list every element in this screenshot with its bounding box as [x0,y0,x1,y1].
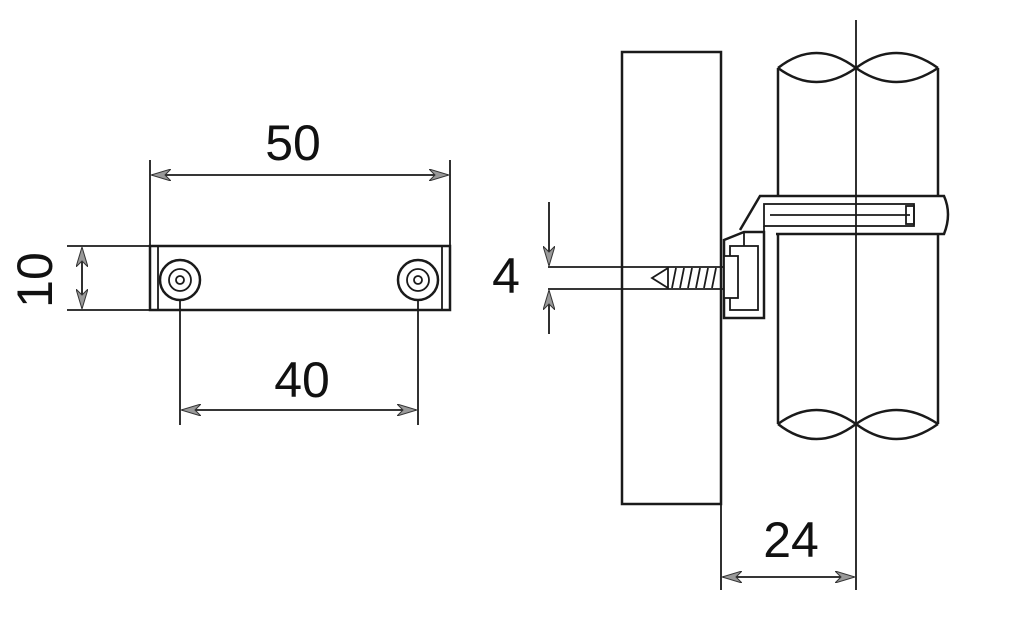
dimension-label-50: 50 [265,115,321,171]
magnet-body [148,244,452,312]
dimension-height-10: 10 [7,245,150,311]
mounting-hole-left [158,258,202,302]
sensor-housing [722,230,766,320]
dimension-width-50: 50 [149,115,451,246]
dimension-gap-4: 4 [492,202,549,334]
dimension-label-4: 4 [492,248,520,304]
frame-panel [620,50,723,506]
screw [548,266,724,290]
magnet-front-view: 50 40 10 [7,115,452,425]
pipe [776,51,940,441]
installation-side-view: 4 24 [492,20,950,590]
dimension-offset-24: 24 [723,512,854,577]
clamp-band [738,194,950,240]
dimension-hole-spacing-40: 40 [179,300,419,425]
mounting-hole-right [396,258,440,302]
dimension-label-24: 24 [763,512,819,568]
dimension-label-40: 40 [274,352,330,408]
dimension-label-10: 10 [7,252,63,308]
